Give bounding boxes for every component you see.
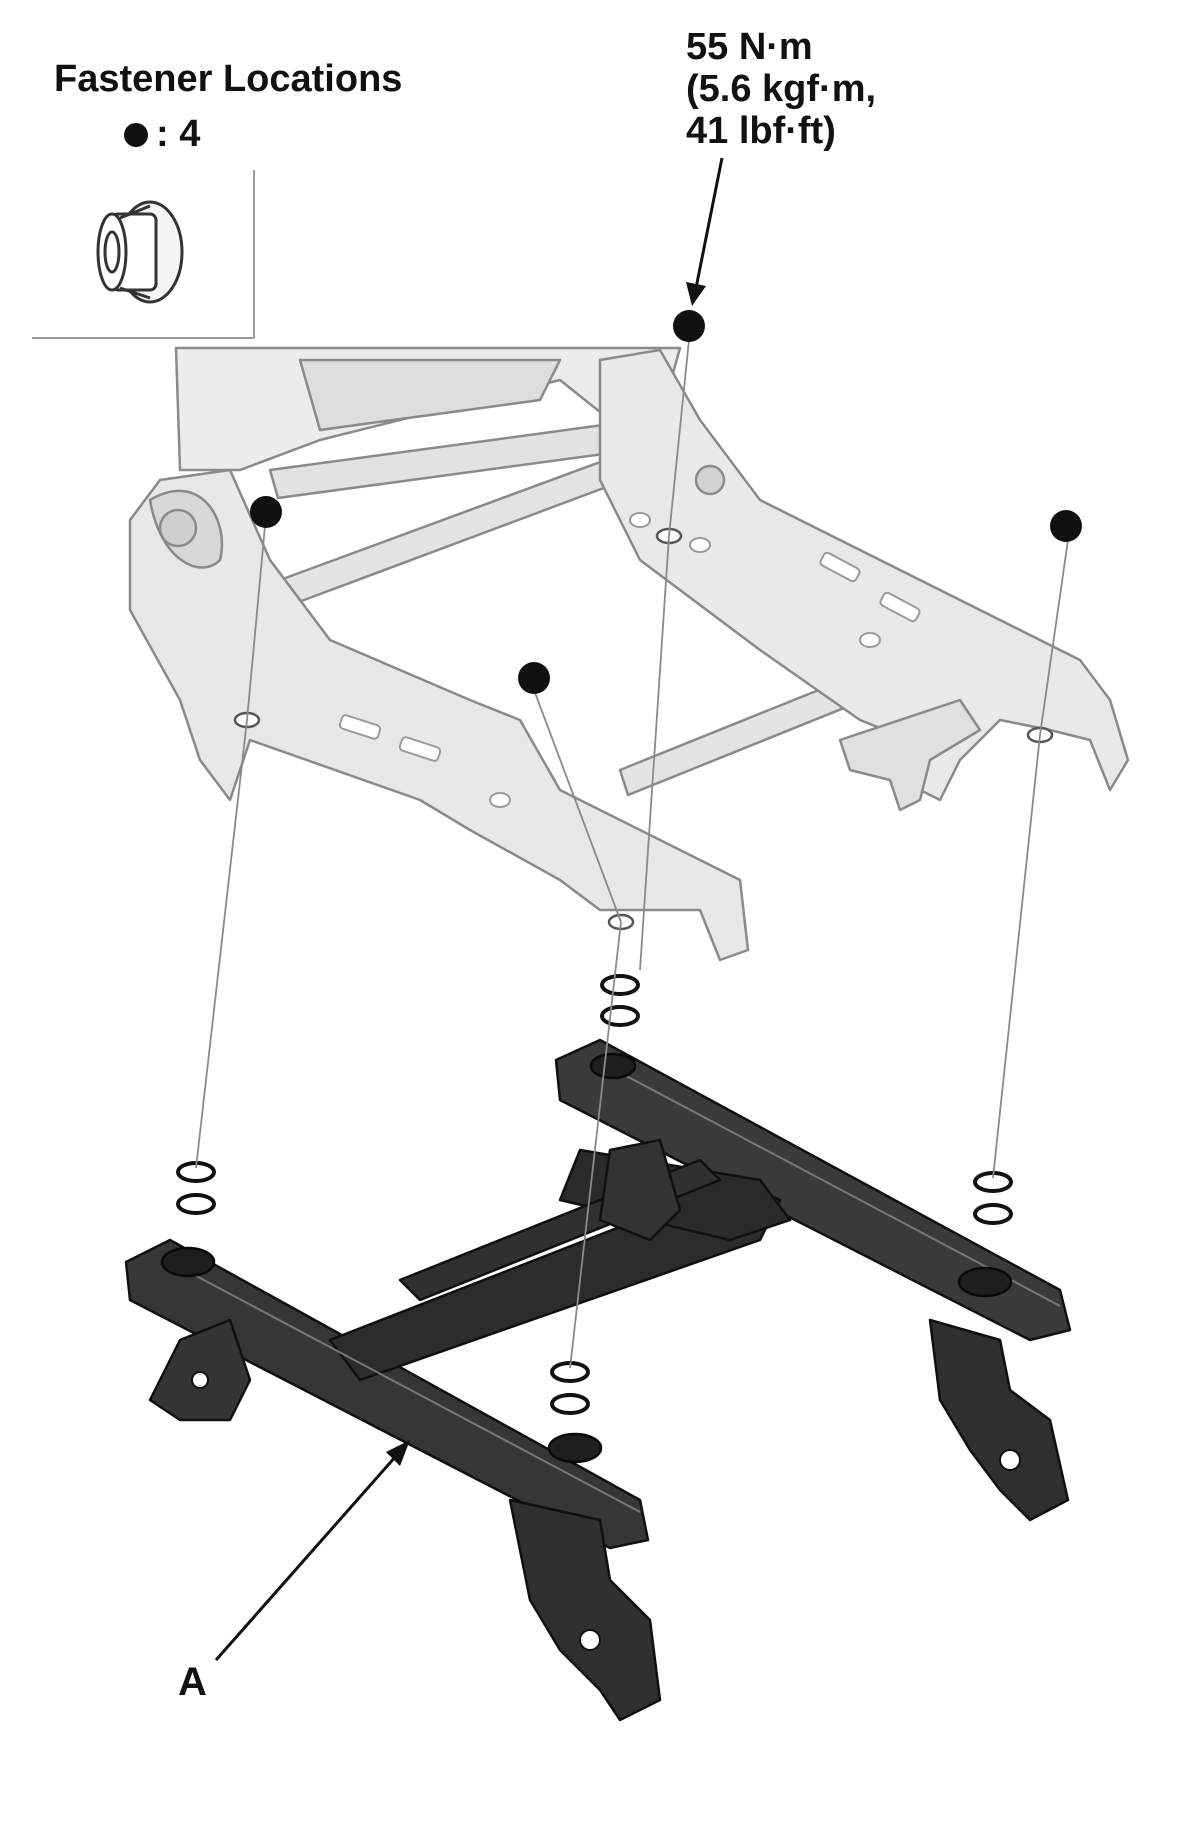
upper-seat-frame	[128, 346, 1130, 962]
washer-center-lower	[550, 1393, 590, 1415]
washer-front-center-upper	[600, 974, 640, 996]
torque-leader-arrow	[686, 157, 724, 306]
callout-label-a: A	[178, 1660, 207, 1704]
flange-nut-icon	[96, 200, 184, 304]
torque-specification: 55 N·m (5.6 kgf·m, 41 lbf·ft)	[686, 26, 876, 152]
torque-line-1: 55 N·m	[686, 26, 813, 68]
torque-line-3: 41 lbf·ft)	[686, 110, 836, 152]
legend-title: Fastener Locations	[54, 58, 403, 100]
washer-right-lower	[973, 1203, 1013, 1225]
legend-count: : 4	[156, 113, 201, 155]
fastener-dots	[250, 310, 1082, 694]
washer-left-lower	[176, 1193, 216, 1215]
washers	[176, 974, 1013, 1415]
fastener-dot-front-right	[1050, 510, 1082, 542]
callout-a-arrow	[214, 1440, 410, 1661]
legend-box	[32, 170, 255, 339]
washer-front-center-lower	[600, 1005, 640, 1027]
fastener-dot-rear-left	[250, 496, 282, 528]
fastener-dot-front-left	[518, 662, 550, 694]
torque-line-2: (5.6 kgf·m,	[686, 68, 877, 110]
legend-count-row: : 4	[124, 113, 200, 156]
seat-adjuster-frame	[124, 1038, 1072, 1722]
fastener-dot-icon	[124, 122, 148, 147]
fastener-dot-rear-right	[673, 310, 705, 342]
alignment-lines	[195, 329, 1069, 1369]
